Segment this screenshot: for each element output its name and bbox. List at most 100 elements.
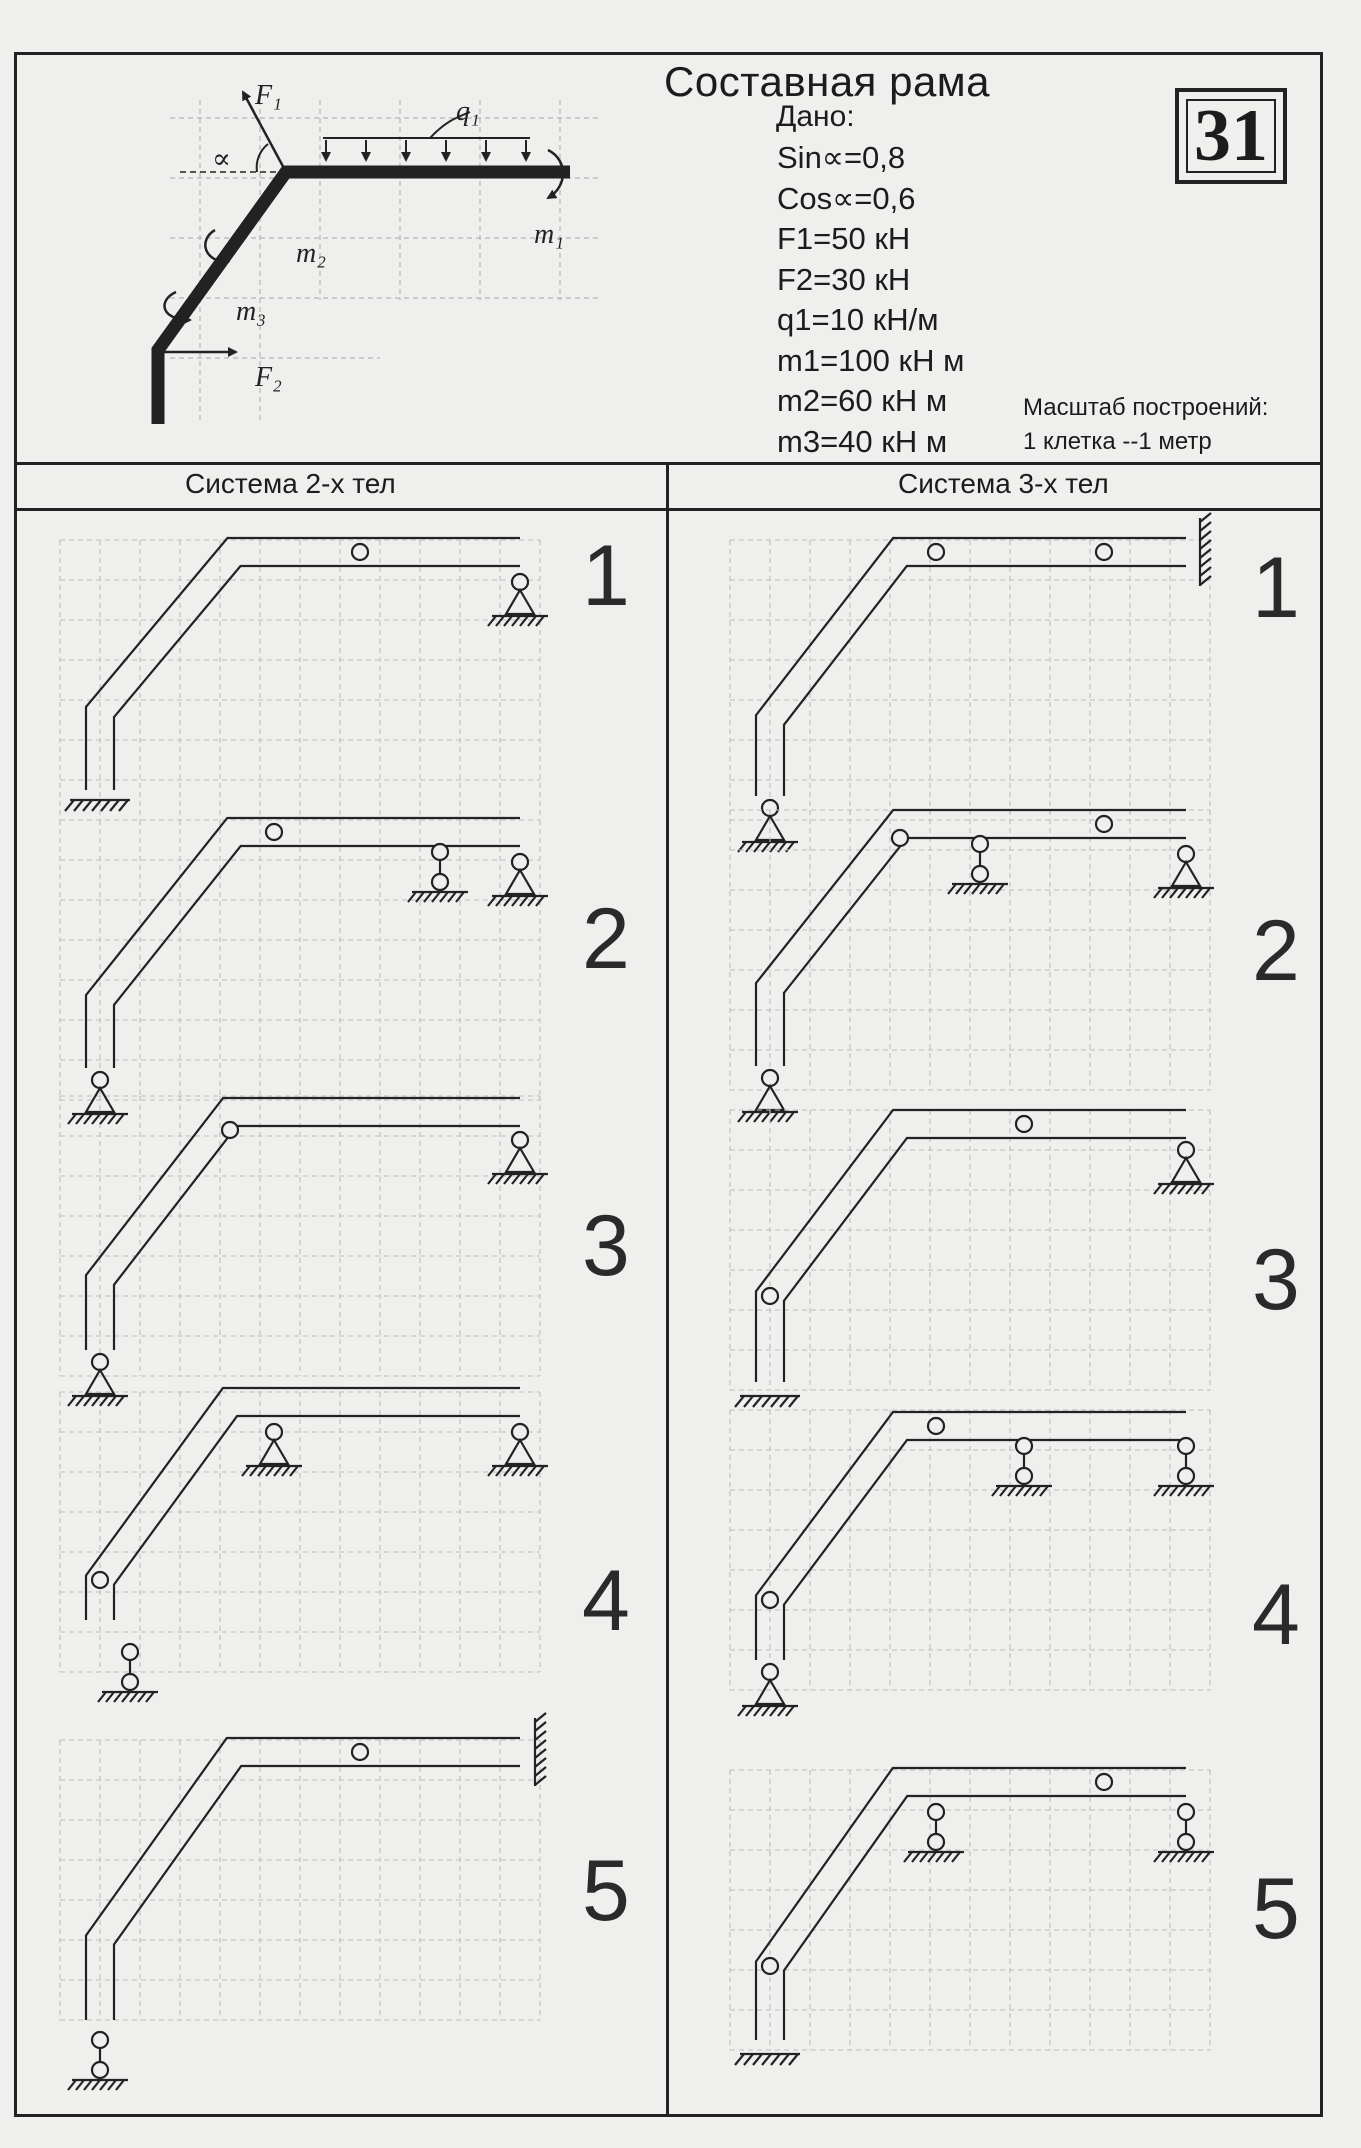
right-variant-number-4: 4	[1252, 1567, 1300, 1663]
right-variant-1-hinge-2	[1094, 542, 1114, 562]
left-variant-frame-5	[84, 1736, 520, 2020]
left-variant-5-roller-support-1	[67, 2030, 128, 2091]
right-variant-2-hinge-1	[890, 828, 910, 848]
right-variant-frame-3	[754, 1108, 1186, 1382]
left-variant-4-side-roller	[97, 1642, 158, 1703]
scale-value: 1 клетка --1 метр	[1023, 428, 1212, 455]
right-variant-grid-1	[729, 539, 1211, 821]
left-variant-grid-2	[59, 819, 541, 1101]
right-variant-grid-4	[729, 1409, 1211, 1691]
given-sin-alpha: Sin∝=0,8	[777, 140, 906, 175]
left-variant-frame-1	[84, 536, 520, 790]
label-q1: q₁	[456, 96, 480, 127]
left-variant-2-pin-support-1	[487, 852, 548, 907]
right-variant-frame-5	[754, 1766, 1186, 2040]
left-variant-1-pin-support-1	[487, 572, 548, 627]
left-variant-1-hinge-1	[350, 542, 370, 562]
right-variant-5-roller-support-2	[1153, 1802, 1214, 1863]
page-title: Составная рама	[664, 58, 991, 105]
right-variant-4-pin-support-1	[737, 1662, 798, 1717]
left-variant-number-2: 2	[582, 891, 630, 987]
right-variant-5-fixed-support	[734, 2052, 800, 2066]
left-variant-number-4: 4	[582, 1553, 630, 1649]
left-variant-5-hinge-1	[350, 1742, 370, 1762]
moment-m2	[204, 228, 230, 267]
left-variant-4-pin-support-1	[241, 1422, 302, 1477]
left-variant-3-pin-support-1	[487, 1130, 548, 1185]
variant-number-inner-border	[1186, 99, 1276, 173]
given-m1: m1=100 кН м	[777, 342, 965, 378]
given-f1: F1=50 кН	[777, 221, 911, 256]
right-variant-5-hinge-2	[1094, 1772, 1114, 1792]
left-variant-4-hinge-1	[90, 1570, 110, 1590]
column-header-three-bodies: Система 3-х тел	[898, 468, 1109, 499]
left-variant-3-pin-support-base	[67, 1352, 128, 1407]
right-variant-1-fixed-wall	[1198, 512, 1212, 586]
given-cos-alpha: Cos∝=0,6	[777, 180, 916, 216]
left-variant-3-hinge-1	[220, 1120, 240, 1140]
right-variant-4-hinge-1	[760, 1590, 780, 1610]
right-variant-3-pin-support-1	[1153, 1140, 1214, 1195]
given-m3: m3=40 кН м	[777, 423, 948, 459]
label-f1: F₁	[254, 80, 282, 111]
right-variant-4-roller-support-2	[1153, 1436, 1214, 1497]
left-variant-5-fixed-wall	[533, 1712, 547, 1786]
left-variant-grid-5	[59, 1739, 541, 2021]
left-variant-2-pin-support-base	[67, 1070, 128, 1125]
right-variant-4-roller-support-1	[991, 1436, 1052, 1497]
label-m3: m₃	[236, 296, 266, 327]
given-values-list: Sin∝=0,8 Cos∝=0,6 F1=50 кН F2=30 кН q1=1…	[777, 138, 964, 462]
right-variant-number-5: 5	[1252, 1861, 1300, 1957]
label-f2: F₂	[254, 362, 282, 393]
right-variant-2-pin-support-1	[737, 1068, 798, 1123]
left-variant-number-1: 1	[582, 528, 630, 624]
left-variant-number-3: 3	[582, 1198, 630, 1294]
given-m2: m2=60 кН м	[777, 383, 948, 418]
right-variant-2-pin-support-2	[1153, 844, 1214, 899]
right-variant-1-pin-support-1	[737, 798, 798, 853]
left-variant-frame-4	[84, 1386, 520, 1620]
given-heading: Дано:	[776, 100, 855, 133]
right-variant-frame-2	[754, 808, 1186, 1066]
column-divider	[666, 462, 669, 2117]
right-variant-2-roller-support-1	[947, 834, 1008, 895]
right-variant-number-1: 1	[1252, 540, 1300, 636]
right-variant-frame-1	[754, 536, 1186, 796]
right-variant-grid-3	[729, 1109, 1211, 1391]
label-m1: m₁	[534, 219, 564, 250]
right-variant-2-hinge-2	[1094, 814, 1114, 834]
left-variant-grid-4	[59, 1391, 541, 1673]
given-f2: F2=30 кН	[777, 261, 911, 297]
left-variant-2-hinge-1	[264, 822, 284, 842]
left-variant-number-5: 5	[582, 1843, 630, 1939]
moment-m3	[163, 290, 192, 325]
scale-caption: Масштаб построений:	[1023, 394, 1269, 421]
left-variant-grid-3	[59, 1095, 541, 1377]
left-variant-4-pin-support-2	[487, 1422, 548, 1477]
right-variant-5-hinge-1	[760, 1956, 780, 1976]
left-variant-frame-3	[84, 1096, 520, 1350]
left-variant-grid-1	[59, 539, 541, 821]
variant-number: 31	[1194, 95, 1268, 177]
right-variant-5-roller-support-1	[903, 1802, 964, 1863]
right-variant-3-hinge-1	[760, 1286, 780, 1306]
right-variant-grid-5	[729, 1769, 1211, 2051]
left-variant-1-fixed-support-1	[64, 798, 130, 812]
right-variant-number-2: 2	[1252, 903, 1300, 999]
distributed-load-q1	[321, 111, 531, 162]
force-f1	[180, 90, 288, 173]
moment-m1	[546, 148, 565, 200]
right-variant-grid-2	[729, 809, 1211, 1091]
right-variant-1-hinge-1	[926, 542, 946, 562]
right-variant-number-3: 3	[1252, 1232, 1300, 1328]
given-q1: q1=10 кН/м	[777, 302, 939, 337]
label-alpha: ∝	[212, 144, 231, 175]
left-variant-frame-2	[84, 816, 520, 1068]
right-variant-frame-4	[754, 1410, 1186, 1660]
right-variant-3-hinge-2	[1014, 1114, 1034, 1134]
variant-number-box: 31	[1175, 88, 1287, 184]
right-variant-3-fixed-support	[734, 1394, 800, 1408]
